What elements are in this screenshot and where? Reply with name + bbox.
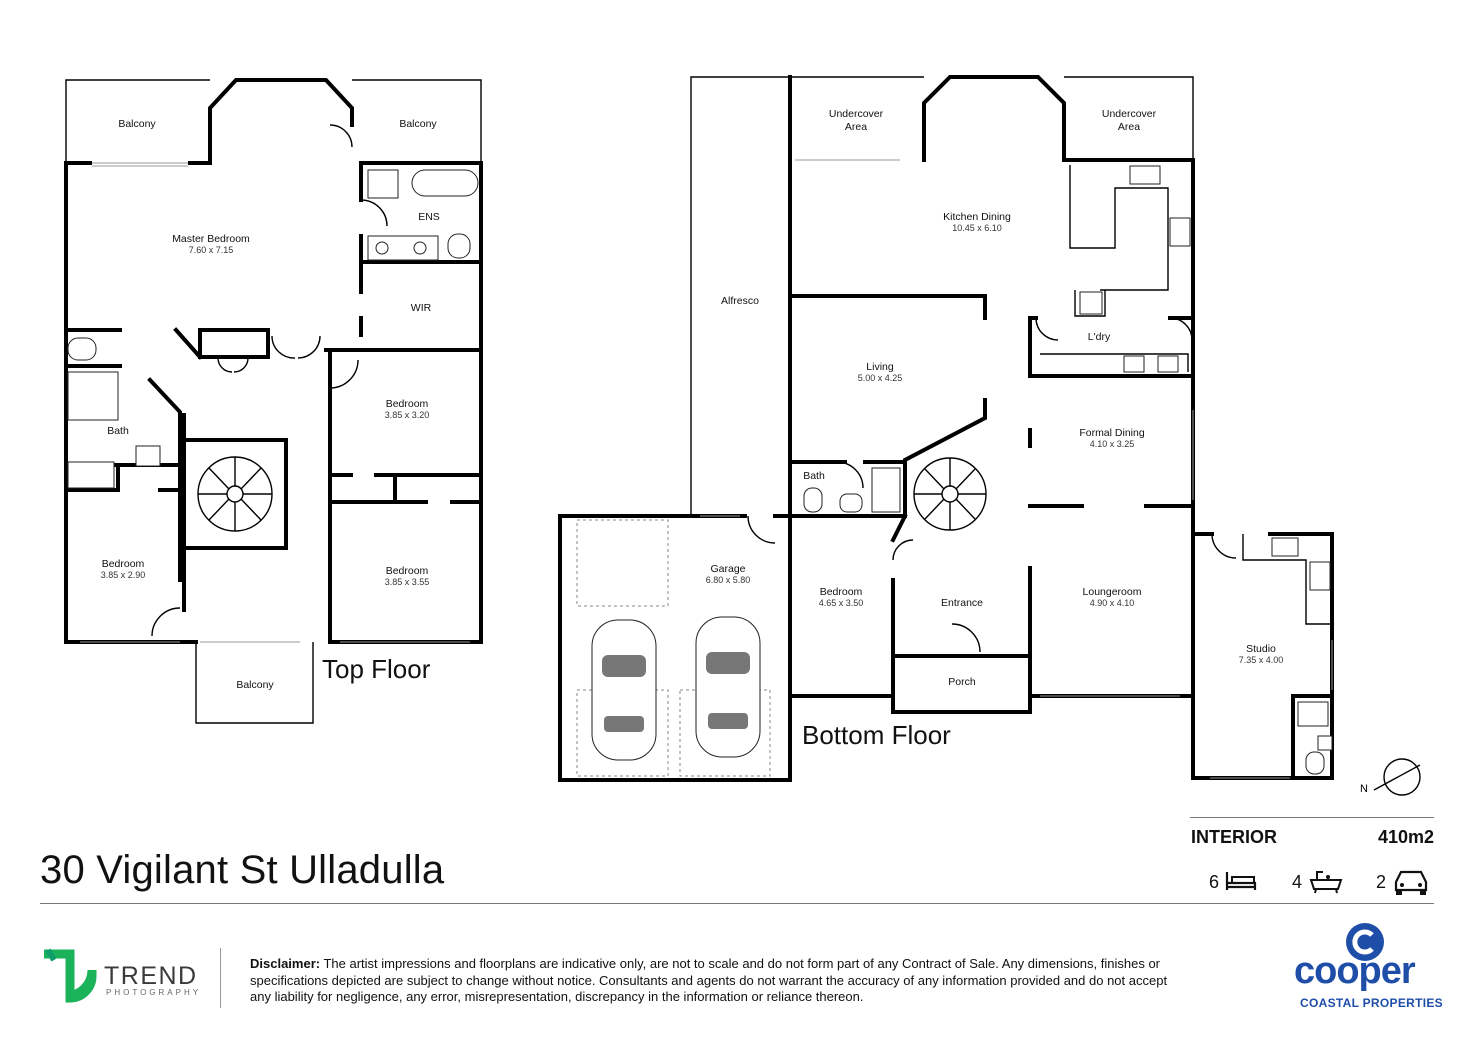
room-master-bedroom: Master Bedroom (172, 233, 250, 245)
disclaimer: Disclaimer: The artist impressions and f… (250, 956, 1190, 1006)
room-wir: WIR (411, 302, 432, 314)
interior-label: INTERIOR (1191, 827, 1278, 847)
cooper-subtitle: COASTAL PROPERTIES (1300, 996, 1443, 1010)
divider (40, 903, 1434, 904)
room-kitchen-dim: 10.45 x 6.10 (952, 223, 1002, 233)
car-right-icon (695, 616, 761, 758)
bed-icon (1225, 872, 1257, 890)
room-kitchen-dining: Kitchen Dining (943, 211, 1011, 223)
room-balcony-bottom: Balcony (236, 679, 274, 691)
bath-icon (1309, 871, 1343, 894)
trend-subtitle: PHOTOGRAPHY (106, 988, 202, 997)
room-living: Living (866, 361, 894, 373)
room-bedroom-3-dim: 3.85 x 2.90 (101, 570, 146, 580)
room-bedroom-2: Bedroom (386, 398, 429, 410)
room-laundry: L'dry (1088, 331, 1111, 343)
logo-divider (220, 948, 221, 1008)
room-bath-bottom: Bath (803, 470, 825, 482)
room-bath-top: Bath (107, 425, 129, 437)
room-formal-dining: Formal Dining (1079, 427, 1145, 439)
bottom-floor-plan: N (558, 75, 1421, 796)
room-master-dim: 7.60 x 7.15 (189, 245, 234, 255)
bedroom-count: 6 (1209, 872, 1220, 892)
disclaimer-label: Disclaimer: (250, 956, 321, 971)
room-bedroom-bottom-dim: 4.65 x 3.50 (819, 598, 864, 608)
north-compass-icon: N (1360, 758, 1421, 796)
room-living-dim: 5.00 x 4.25 (858, 373, 903, 383)
room-loungeroom: Loungeroom (1083, 586, 1142, 598)
room-formal-dim: 4.10 x 3.25 (1090, 439, 1135, 449)
trend-wordmark: TREND (104, 962, 198, 990)
car-count: 2 (1376, 872, 1387, 892)
room-bedroom-2-dim: 3.85 x 3.20 (385, 410, 430, 420)
disclaimer-text: The artist impressions and floorplans ar… (250, 956, 1168, 1004)
room-ensuite: ENS (418, 211, 440, 223)
room-garage: Garage (710, 563, 745, 575)
room-undercover-1: Undercover (829, 108, 884, 120)
room-loungeroom-dim: 4.90 x 4.10 (1090, 598, 1135, 608)
bathroom-count: 4 (1292, 872, 1303, 892)
room-studio-dim: 7.35 x 4.00 (1239, 655, 1284, 665)
room-balcony-right: Balcony (399, 118, 437, 130)
room-alfresco: Alfresco (721, 295, 759, 307)
cooper-c-logo-icon (1346, 923, 1384, 961)
car-icon (1394, 870, 1428, 895)
bottom-floor-label: Bottom Floor (802, 720, 951, 750)
top-floor-label: Top Floor (322, 654, 431, 684)
room-undercover-2: Undercover (1102, 108, 1157, 120)
room-balcony-left: Balcony (118, 118, 156, 130)
interior-area: 410m2 (1378, 827, 1435, 847)
svg-text:N: N (1360, 783, 1368, 795)
room-bedroom-bottom: Bedroom (820, 586, 863, 598)
room-garage-dim: 6.80 x 5.80 (706, 575, 751, 585)
room-bedroom-3: Bedroom (102, 558, 145, 570)
property-address: 30 Vigilant St Ulladulla (40, 848, 445, 892)
interior-rule (1190, 817, 1434, 818)
car-left-icon (591, 619, 657, 761)
top-floor-plan (64, 78, 483, 724)
room-entrance: Entrance (941, 597, 983, 609)
room-bedroom-4: Bedroom (386, 565, 429, 577)
floor-plan: Top Floor Balcony Balcony Master Bedroom… (64, 75, 1421, 796)
room-porch: Porch (948, 676, 976, 688)
room-undercover-2b: Area (1118, 121, 1140, 133)
cooper-wordmark: cooper (1294, 950, 1416, 992)
room-studio: Studio (1246, 643, 1276, 655)
room-undercover-1b: Area (845, 121, 867, 133)
room-bedroom-4-dim: 3.85 x 3.55 (385, 577, 430, 587)
trend-photography-logo-icon (44, 948, 97, 1003)
